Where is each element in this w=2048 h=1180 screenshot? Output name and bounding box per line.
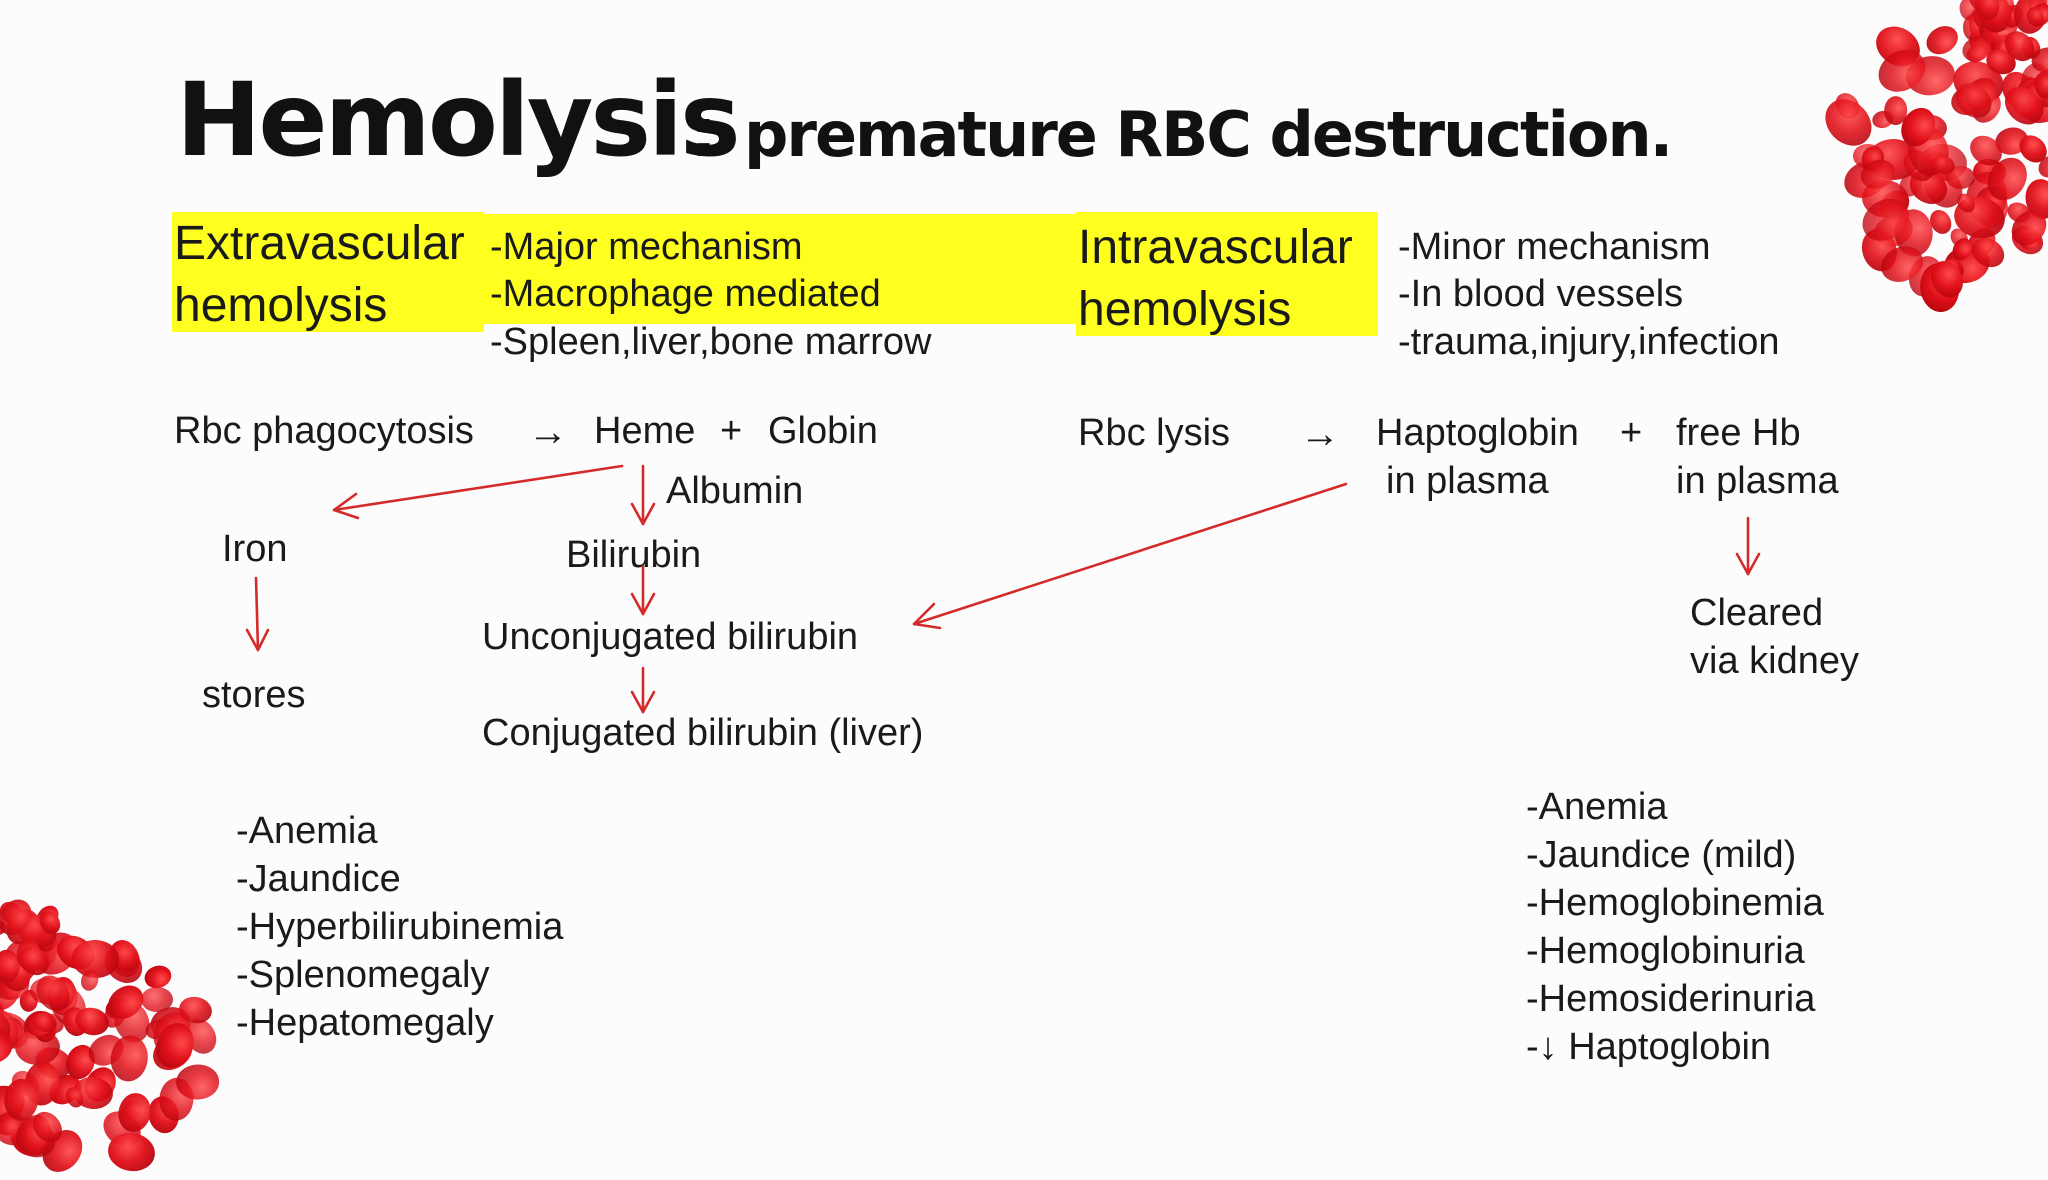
arrow-heme-to-bilirubin (630, 464, 656, 526)
cleared-route: via kidney (1690, 640, 1859, 682)
arrow-right-icon: → (528, 410, 568, 454)
rbc-lysis-label: Rbc lysis (1078, 412, 1231, 454)
globin-label: Globin (768, 410, 878, 452)
arrow-right-icon: → (1300, 412, 1340, 456)
finding-item: -Hyperbilirubinemia (236, 906, 564, 948)
finding-item: -Anemia (1526, 786, 1668, 828)
pathway-arrows (245, 464, 1761, 714)
highlight-extravascular-heading (172, 212, 484, 332)
arrow-heme-to-iron (332, 464, 624, 520)
haptoglobin-location: in plasma (1386, 460, 1549, 502)
extravascular-heading-line2: hemolysis (174, 279, 388, 332)
arrow-iron-to-stores (245, 576, 270, 652)
page-title: Hemolysis (176, 61, 741, 180)
arrow-bilirubin-to-unconjugated (630, 564, 656, 616)
rbc-cell-icon (141, 986, 174, 1012)
intravascular-feature: -Minor mechanism (1398, 226, 1711, 268)
arrow-freehb-to-cleared (1735, 516, 1761, 576)
cleared-label: Cleared (1690, 592, 1824, 634)
free-hb-location: in plasma (1676, 460, 1839, 502)
extravascular-feature: -Macrophage mediated (490, 273, 881, 315)
page-subtitle: premature RBC destruction. (744, 98, 1673, 171)
arrow-unconjugated-to-conjugated (630, 666, 656, 714)
plus-sign: + (720, 410, 743, 452)
haptoglobin-label: Haptoglobin (1376, 412, 1579, 454)
extravascular-heading-line1: Extravascular (174, 217, 465, 270)
unconjugated-bilirubin-label: Unconjugated bilirubin (482, 616, 859, 658)
finding-item: -Hemoglobinuria (1526, 930, 1805, 972)
highlight-intravascular-heading (1076, 212, 1378, 336)
finding-item: -Jaundice (mild) (1526, 834, 1797, 876)
plus-sign: + (1620, 412, 1643, 454)
finding-item: -Hepatomegaly (236, 1002, 494, 1044)
intravascular-heading-line1: Intravascular (1078, 221, 1353, 274)
intravascular-feature: -trauma,injury,infection (1398, 321, 1780, 363)
heme-label: Heme (594, 410, 696, 452)
iron-label: Iron (222, 528, 288, 570)
intravascular-heading-line2: hemolysis (1078, 283, 1292, 336)
conjugated-bilirubin-label: Conjugated bilirubin (liver) (482, 712, 924, 754)
finding-item: -Hemosiderinuria (1526, 978, 1816, 1020)
rbc-phagocytosis-label: Rbc phagocytosis (174, 410, 474, 452)
finding-item: -Jaundice (236, 858, 401, 900)
finding-item: -Splenomegaly (236, 954, 490, 996)
highlight-extravascular-features (484, 214, 1078, 324)
finding-item: -↓ Haptoglobin (1526, 1026, 1772, 1068)
finding-item: -Anemia (236, 810, 378, 852)
bilirubin-label: Bilirubin (566, 534, 702, 576)
albumin-label: Albumin (666, 470, 804, 512)
free-hb-label: free Hb (1676, 412, 1801, 454)
extravascular-feature: -Spleen,liver,bone marrow (490, 321, 932, 363)
stores-label: stores (202, 674, 306, 716)
finding-item: -Hemoglobinemia (1526, 882, 1824, 924)
title-colon: : (690, 94, 718, 173)
arrow-haptoglobin-to-unconjugated (912, 482, 1348, 630)
intravascular-feature: -In blood vessels (1398, 273, 1684, 315)
extravascular-feature: -Major mechanism (490, 226, 803, 268)
